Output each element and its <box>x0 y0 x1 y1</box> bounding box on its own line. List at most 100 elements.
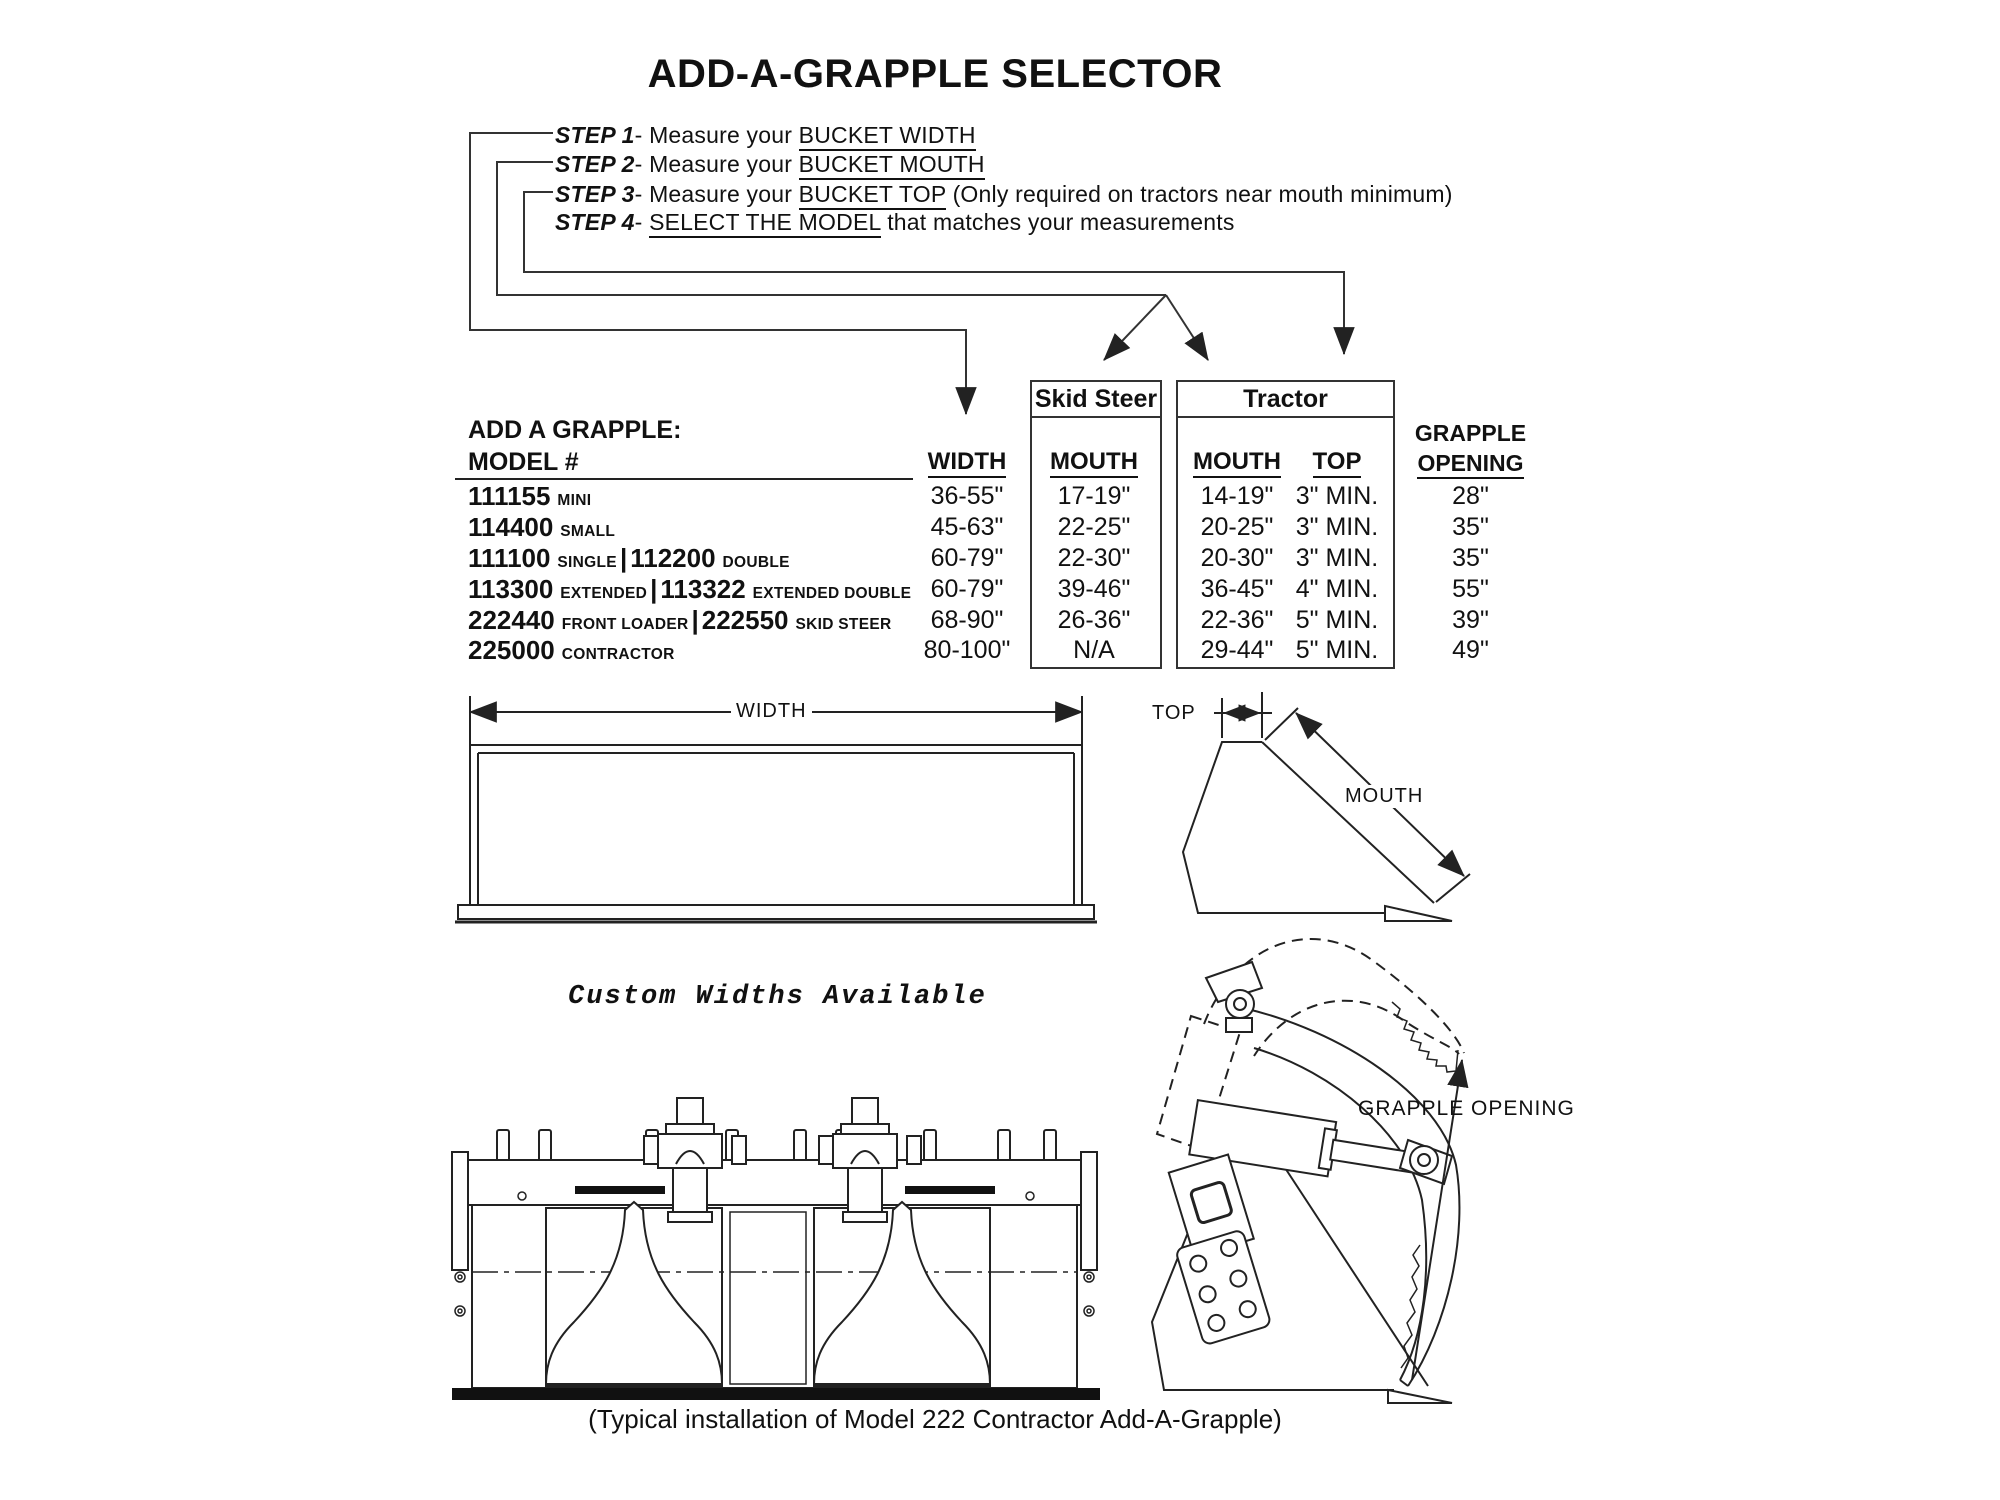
tine-left <box>544 1200 724 1385</box>
model-variant: SINGLE <box>557 554 617 571</box>
opening-cell: 49" <box>1452 636 1489 664</box>
model-variant: MINI <box>557 492 592 509</box>
tr-top-cell: 3" MIN. <box>1295 544 1379 572</box>
step-2-label: STEP 2 <box>555 151 635 177</box>
model-separator: | <box>691 605 699 635</box>
tine-right <box>812 1200 992 1385</box>
cylinder-right <box>818 1097 922 1223</box>
width-cell: 80-100" <box>923 636 1011 664</box>
mouth-dimension-label: MOUTH <box>1340 785 1429 808</box>
grapple-front-view <box>451 1097 1100 1400</box>
model-variant-2: SKID STEER <box>795 616 892 633</box>
model-separator: | <box>650 574 658 604</box>
bolt-plate <box>1176 1230 1271 1345</box>
step-4-dash: - <box>634 209 650 235</box>
model-variant-2: DOUBLE <box>722 554 790 571</box>
model-cell: 225000 CONTRACTOR <box>468 635 938 670</box>
model-number: 113300 <box>468 574 554 604</box>
model-variant-2: EXTENDED DOUBLE <box>752 585 912 602</box>
table-row: 111100 SINGLE|112200 DOUBLE 60-79" 22-30… <box>0 543 2000 574</box>
step-4: STEP 4- SELECT THE MODEL that matches yo… <box>555 207 1235 238</box>
open-tine-teeth <box>1391 1001 1459 1073</box>
model-number-2: 112200 <box>630 543 716 573</box>
width-header-label: WIDTH <box>927 448 1007 478</box>
model-number: 225000 <box>468 635 555 665</box>
step3-connector <box>523 191 1355 356</box>
skid-steer-column-box: Skid Steer <box>1030 380 1162 669</box>
top-dimension-label: TOP <box>1152 702 1196 724</box>
model-number: 111155 <box>468 481 551 511</box>
hydraulic-cylinder <box>1188 1099 1416 1178</box>
step-3-dash: - <box>634 181 650 207</box>
step-3-post: (Only required on tractors near mouth mi… <box>945 181 1453 207</box>
table-intro: ADD A GRAPPLE: <box>468 416 682 444</box>
step2-arrow-tractor <box>1165 294 1209 361</box>
model-variant: CONTRACTOR <box>561 646 675 663</box>
tr-mouth-cell: 29-44" <box>1200 636 1274 664</box>
step-3: STEP 3- Measure your BUCKET TOP (Only re… <box>555 179 1453 210</box>
page-title: ADD-A-GRAPPLE SELECTOR <box>647 52 1223 96</box>
step-1-underlined: BUCKET WIDTH <box>798 122 976 151</box>
step-1-label: STEP 1 <box>555 122 635 148</box>
step-3-text: Measure your <box>649 181 799 207</box>
opening-cell: 39" <box>1452 606 1489 634</box>
step-connector-lines <box>469 132 1355 416</box>
model-cell: 111155 MINI <box>468 481 938 516</box>
tr-mouth-cell: 20-30" <box>1200 544 1274 572</box>
step-4-post: that matches your measurements <box>880 209 1235 235</box>
grapple-opening-header: GRAPPLE OPENING <box>1408 418 1533 479</box>
tr-top-cell: 5" MIN. <box>1295 606 1379 634</box>
tr-top-cell: 3" MIN. <box>1295 513 1379 541</box>
tr-top-cell: 3" MIN. <box>1295 482 1379 510</box>
installation-caption: (Typical installation of Model 222 Contr… <box>588 1404 1282 1434</box>
closed-tine <box>1242 1007 1461 1387</box>
table-row: 225000 CONTRACTOR 80-100" N/A 29-44" 5" … <box>0 635 2000 666</box>
tractor-top-label: TOP <box>1312 448 1362 478</box>
opening-cell: 55" <box>1452 575 1489 603</box>
model-number: 114400 <box>468 512 554 542</box>
table-row: 114400 SMALL 45-63" 22-25" 20-25" 3" MIN… <box>0 512 2000 543</box>
model-number-2: 222550 <box>701 605 789 635</box>
step-1-text: Measure your <box>649 122 799 148</box>
grapple-opening-line1: GRAPPLE <box>1414 420 1527 446</box>
ss-mouth-cell: N/A <box>1073 636 1115 664</box>
step-2: STEP 2- Measure your BUCKET MOUTH <box>555 149 985 180</box>
tr-mouth-cell: 20-25" <box>1200 513 1274 541</box>
step1-connector <box>469 132 977 416</box>
model-variant: SMALL <box>560 523 616 540</box>
model-number: 111100 <box>468 543 551 573</box>
tr-top-cell: 5" MIN. <box>1295 636 1379 664</box>
model-header: MODEL # <box>468 448 579 476</box>
model-cell: 111100 SINGLE|112200 DOUBLE <box>468 543 938 578</box>
model-variant: FRONT LOADER <box>561 616 689 633</box>
width-cell: 68-90" <box>930 606 1004 634</box>
table-row: 111155 MINI 36-55" 17-19" 14-19" 3" MIN.… <box>0 481 2000 512</box>
tractor-header: Tractor <box>1178 382 1393 418</box>
step-2-underlined: BUCKET MOUTH <box>798 151 985 180</box>
model-separator: | <box>619 543 628 573</box>
step-4-label: STEP 4 <box>555 209 635 235</box>
model-variant: EXTENDED <box>560 585 648 602</box>
tractor-column-box: Tractor <box>1176 380 1395 669</box>
tr-top-cell: 4" MIN. <box>1295 575 1379 603</box>
step2-arrow-skidsteer <box>1103 294 1167 361</box>
tractor-top-header: TOP <box>1277 448 1397 478</box>
width-cell: 45-63" <box>930 513 1004 541</box>
skid-steer-header: Skid Steer <box>1032 382 1160 418</box>
grapple-opening-arrow <box>1411 1058 1469 1381</box>
table-row: 222440 FRONT LOADER|222550 SKID STEER 68… <box>0 605 2000 636</box>
grapple-opening-dimension-label: GRAPPLE OPENING <box>1358 1097 1575 1120</box>
model-cell: 114400 SMALL <box>468 512 938 547</box>
step-1-dash: - <box>634 122 650 148</box>
model-header-rule <box>455 478 913 480</box>
end-plate-bolts <box>454 1271 1095 1317</box>
tractor-mouth-header: MOUTH <box>1177 448 1297 478</box>
skidsteer-mouth-label: MOUTH <box>1050 448 1138 478</box>
width-dimension-label: WIDTH <box>731 700 812 723</box>
width-cell: 60-79" <box>930 575 1004 603</box>
ss-mouth-cell: 22-25" <box>1057 513 1131 541</box>
model-cell: 113300 EXTENDED|113322 EXTENDED DOUBLE <box>468 574 938 609</box>
ss-mouth-cell: 17-19" <box>1057 482 1131 510</box>
opening-cell: 28" <box>1452 482 1489 510</box>
cylinder-left <box>643 1097 747 1223</box>
